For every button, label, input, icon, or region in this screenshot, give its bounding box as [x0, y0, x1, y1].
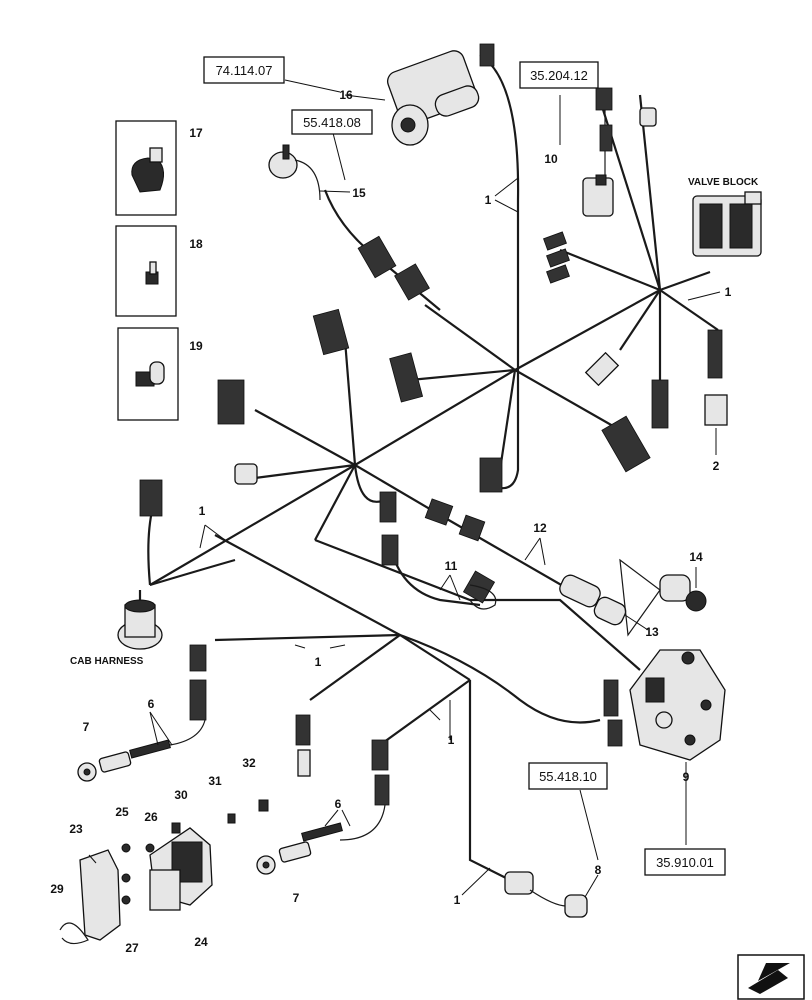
cab-harness-connector	[117, 599, 163, 650]
leader-lines	[88, 79, 721, 898]
callout-31: 31	[208, 774, 222, 788]
callout-14: 14	[689, 550, 703, 564]
inset-part-18	[115, 225, 177, 317]
cab-harness-label: CAB HARNESS	[70, 656, 144, 667]
reference-box-74-114-07[interactable]: 74.114.07	[203, 56, 285, 84]
callout-1-left: 1	[199, 504, 206, 518]
sensor-part-8	[529, 889, 588, 918]
page-nav-arrow-icon[interactable]	[737, 954, 805, 1000]
callout-1-right: 1	[448, 733, 455, 747]
callout-6-left: 6	[148, 697, 155, 711]
relay-bracket-part-24	[149, 827, 213, 911]
reference-55-418-08-text: 55.418.08	[303, 115, 361, 130]
actuator-motor-part-16	[387, 50, 480, 146]
harness-connectors	[139, 43, 728, 895]
reference-35-204-12-text: 35.204.12	[530, 68, 588, 83]
callout-1-valve: 1	[725, 285, 732, 299]
reference-35-910-01-text: 35.910.01	[656, 855, 714, 870]
sensor-part-6-left	[98, 719, 206, 773]
sensor-part-15	[268, 144, 321, 201]
small-parts-25-32	[59, 799, 269, 945]
reference-box-35-910-01[interactable]: 35.910.01	[644, 848, 726, 876]
valve-block-label: VALVE BLOCK	[688, 177, 759, 188]
callout-1-mid: 1	[315, 655, 322, 669]
reference-55-418-10-text: 55.418.10	[539, 769, 597, 784]
callout-8: 8	[595, 863, 602, 877]
callout-11: 11	[445, 559, 458, 573]
callout-10: 10	[544, 152, 558, 166]
reference-box-55-418-10[interactable]: 55.418.10	[528, 762, 608, 790]
callout-7-right: 7	[293, 891, 300, 905]
reference-box-55-418-08[interactable]: 55.418.08	[291, 109, 373, 135]
callout-6-right: 6	[335, 797, 342, 811]
callout-numbers: 16 15 10 1 1 2 17 18 19 1 12 14 11 13 1 …	[50, 88, 731, 955]
switch-part-10	[582, 174, 614, 217]
nut-part-7-right	[256, 855, 276, 875]
reference-74-114-07-text: 74.114.07	[216, 63, 273, 78]
callout-32: 32	[242, 756, 256, 770]
callout-18: 18	[189, 237, 203, 251]
callout-9: 9	[683, 770, 690, 784]
relay-cover-part-23	[79, 849, 121, 941]
sensor-part-12	[559, 574, 601, 608]
callout-24: 24	[194, 935, 208, 949]
callout-15: 15	[352, 186, 366, 200]
sensor-part-6-right	[278, 804, 386, 863]
callout-29: 29	[50, 882, 64, 896]
callout-13: 13	[645, 625, 659, 639]
callout-19: 19	[189, 339, 203, 353]
inset-part-19	[117, 327, 179, 421]
cap-part-14	[685, 590, 707, 612]
callout-16: 16	[339, 88, 353, 102]
callout-23: 23	[69, 822, 83, 836]
callout-30: 30	[174, 788, 188, 802]
callout-2: 2	[713, 459, 720, 473]
callout-25: 25	[115, 805, 129, 819]
callout-26: 26	[144, 810, 158, 824]
callout-7-left: 7	[83, 720, 90, 734]
callout-17: 17	[189, 126, 203, 140]
callout-27: 27	[125, 941, 139, 955]
callout-12: 12	[533, 521, 547, 535]
callout-1-top: 1	[485, 193, 492, 207]
nut-part-7-left	[77, 762, 97, 782]
connector-part-11	[469, 584, 497, 610]
inset-part-17	[115, 120, 177, 216]
reference-box-35-204-12[interactable]: 35.204.12	[519, 61, 599, 89]
callout-1-bottom: 1	[454, 893, 461, 907]
sensor-part-13	[593, 558, 691, 637]
main-harness	[138, 54, 719, 881]
hydraulic-valve-part-9	[629, 649, 726, 761]
valve-block	[692, 191, 762, 257]
